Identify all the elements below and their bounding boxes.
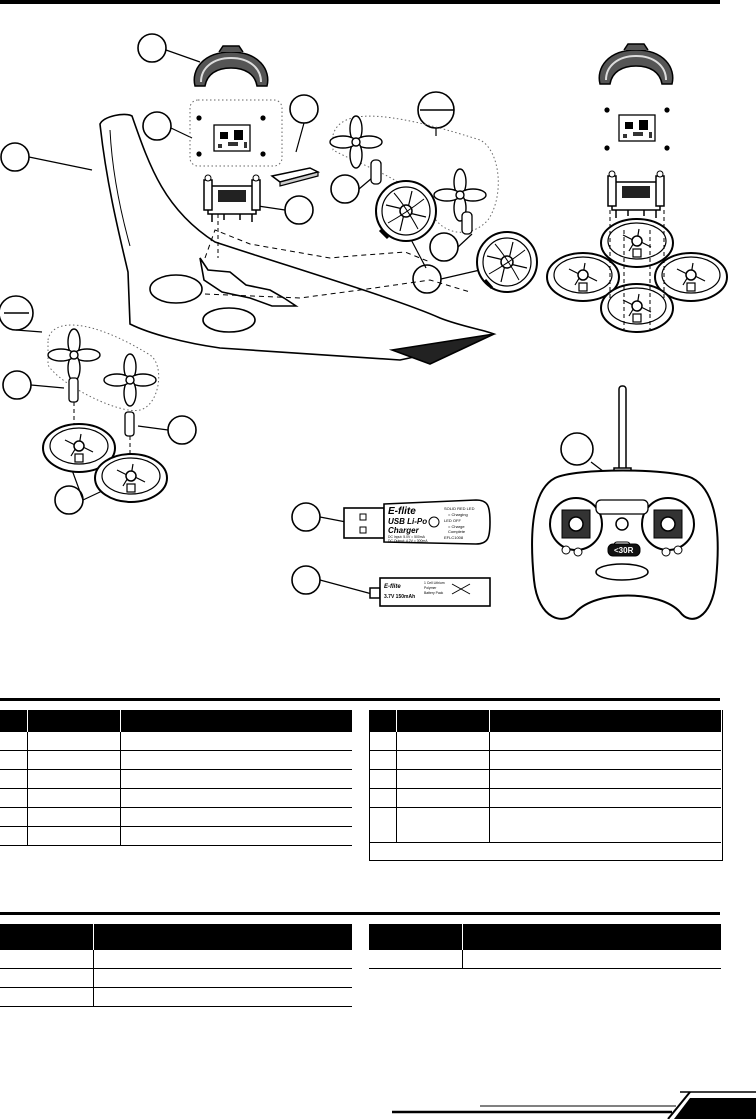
options-table-header (0, 924, 352, 950)
callout-circle (330, 174, 360, 204)
callout-circle (289, 94, 319, 124)
rate-button-label: <30R (614, 546, 634, 555)
table-row (369, 950, 721, 969)
table-row (369, 732, 721, 751)
table-row (0, 826, 352, 846)
battery-warning2: Polymer (424, 586, 437, 590)
options-section-rule (0, 912, 720, 915)
charger-name-line1: USB Li-Po (388, 517, 427, 526)
options-table-left (0, 924, 352, 1007)
table-row (0, 769, 352, 789)
usb-charger: E-flite USB Li-Po Charger DC Input: 5.0V… (343, 499, 491, 545)
parts-table-header (0, 710, 352, 732)
callout-circle (291, 565, 321, 595)
callout-circle (167, 415, 197, 445)
table-row (0, 750, 352, 770)
options-table-header (369, 924, 721, 950)
table-row (369, 807, 721, 843)
charger-legend-led-off: LED OFF (444, 518, 461, 523)
battery-warning3: Battery Pack (424, 591, 444, 595)
table-row (369, 769, 721, 789)
table-row (0, 968, 352, 988)
charger-legend-complete1: = Charge (448, 524, 465, 529)
charger-output: DC Output: 4.2V = 300mA (388, 539, 428, 543)
callout-circle (2, 370, 32, 400)
table-row (0, 807, 352, 827)
callout-circle (137, 33, 167, 63)
callout-circle (429, 232, 459, 262)
callout-circle (291, 502, 321, 532)
charger-name-line2: Charger (388, 526, 420, 535)
callout-circle (284, 195, 314, 225)
charger-brand: E-flite (388, 506, 416, 517)
callout-circle (0, 142, 30, 172)
wing-outline (99, 113, 497, 365)
battery-brand: E-flite (384, 584, 401, 590)
transmitter: <30R (531, 385, 719, 620)
flight-battery (270, 167, 321, 187)
battery-label: 3.7V 150mAh (384, 594, 415, 600)
callout-circle (412, 264, 442, 294)
options-table-right (369, 924, 721, 969)
wing-motor-left (370, 159, 382, 185)
charger-model: EFLC1008 (444, 535, 464, 540)
spare-battery: E-flite 3.7V 150mAh 1 Cell Lithium Polym… (369, 577, 491, 607)
charger-legend-charging: = Charging (448, 512, 468, 517)
table-row (369, 750, 721, 770)
callout-circle (142, 111, 172, 141)
parts-section-rule (0, 698, 720, 701)
charger-legend-complete2: Complete (448, 529, 466, 534)
exploded-parts-diagram: E-flite USB Li-Po Charger DC Input: 5.0V… (0, 33, 728, 620)
parts-table-header (369, 710, 721, 732)
table-row (0, 950, 352, 969)
table-row (0, 987, 352, 1007)
table-row (0, 788, 352, 808)
parts-table-left (0, 710, 352, 846)
top-rule (0, 0, 720, 4)
battery-warning1: 1 Cell Lithium (424, 581, 445, 585)
callout-circle (560, 432, 594, 466)
table-row (0, 732, 352, 751)
parts-table-right (369, 710, 721, 843)
charger-legend-solid: SOLID RED LED (444, 506, 475, 511)
table-row (369, 788, 721, 808)
charger-input: DC Input: 5.0V = 500mA (388, 535, 426, 539)
wing-motor-right (461, 211, 473, 235)
